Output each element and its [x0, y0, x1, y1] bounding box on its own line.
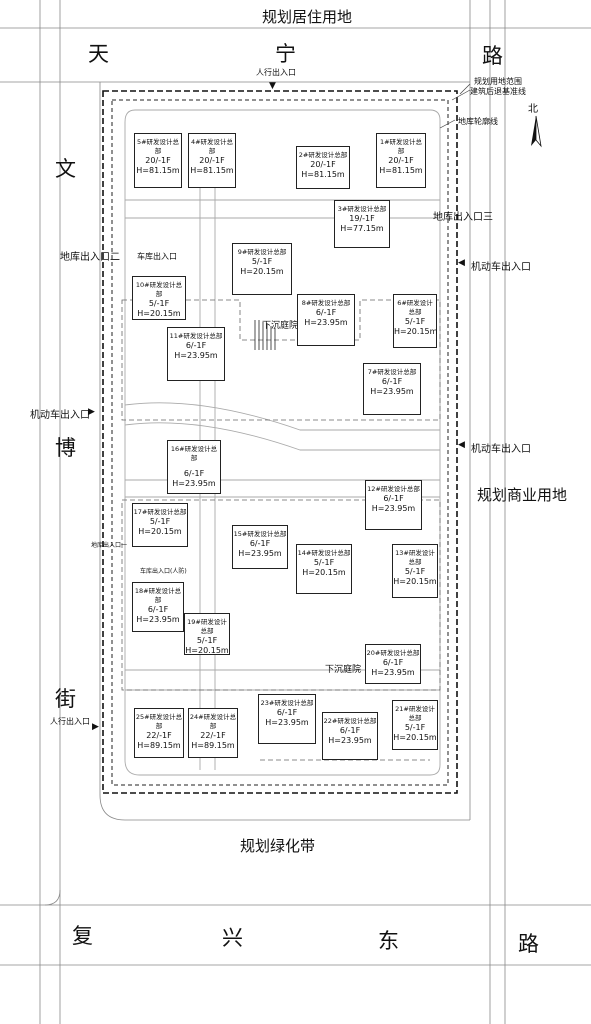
sunken-courtyard-2: 下沉庭院	[325, 665, 362, 675]
south-land-use-label: 规划绿化带	[240, 837, 316, 855]
legend-setback: 建筑后退基准线	[470, 87, 526, 96]
south-road-char-4: 路	[518, 932, 540, 956]
south-road-char-3: 东	[378, 929, 400, 953]
north-road-char-1: 天	[88, 42, 110, 66]
garage-entry-small: 车库出入口(人防)	[140, 568, 187, 575]
east-land-use-label: 规划商业用地	[477, 486, 568, 504]
south-road-char-1: 复	[72, 924, 94, 948]
ped-entrance-west: 人行出入口	[50, 717, 90, 726]
right-arrow-icon: ▶	[88, 407, 95, 417]
west-road-char-3: 街	[55, 687, 77, 711]
right-arrow-icon: ▶	[92, 722, 99, 732]
garage-entry-label: 车库出入口	[137, 252, 177, 261]
legend-boundary: 规划用地范围	[474, 77, 522, 86]
garage-entrance-1: 地库出入口一	[91, 542, 128, 549]
down-arrow-icon: ▼	[269, 81, 276, 91]
garage-entrance-2: 地库出入口二	[60, 252, 120, 263]
west-road-char-2: 博	[55, 436, 77, 460]
north-road-char-2: 宁	[275, 42, 297, 66]
garage-entrance-3: 地库出入口三	[433, 212, 493, 223]
south-road-char-2: 兴	[222, 926, 244, 950]
north-land-use-label: 规划居住用地	[262, 8, 353, 26]
left-arrow-icon: ◀	[458, 258, 465, 268]
ped-entrance-north: 人行出入口	[256, 68, 296, 77]
left-arrow-icon: ◀	[458, 440, 465, 450]
north-arrow-label: 北	[528, 104, 538, 115]
west-road-char-1: 文	[55, 157, 77, 181]
vehicle-entrance-east-2: 机动车出入口	[471, 444, 531, 455]
vehicle-entrance-west: 机动车出入口	[30, 410, 90, 421]
legend-basement: 地库轮廓线	[458, 117, 498, 126]
north-road-char-3: 路	[482, 44, 504, 68]
vehicle-entrance-east-1: 机动车出入口	[471, 262, 531, 273]
sunken-courtyard-1: 下沉庭院	[262, 321, 299, 331]
